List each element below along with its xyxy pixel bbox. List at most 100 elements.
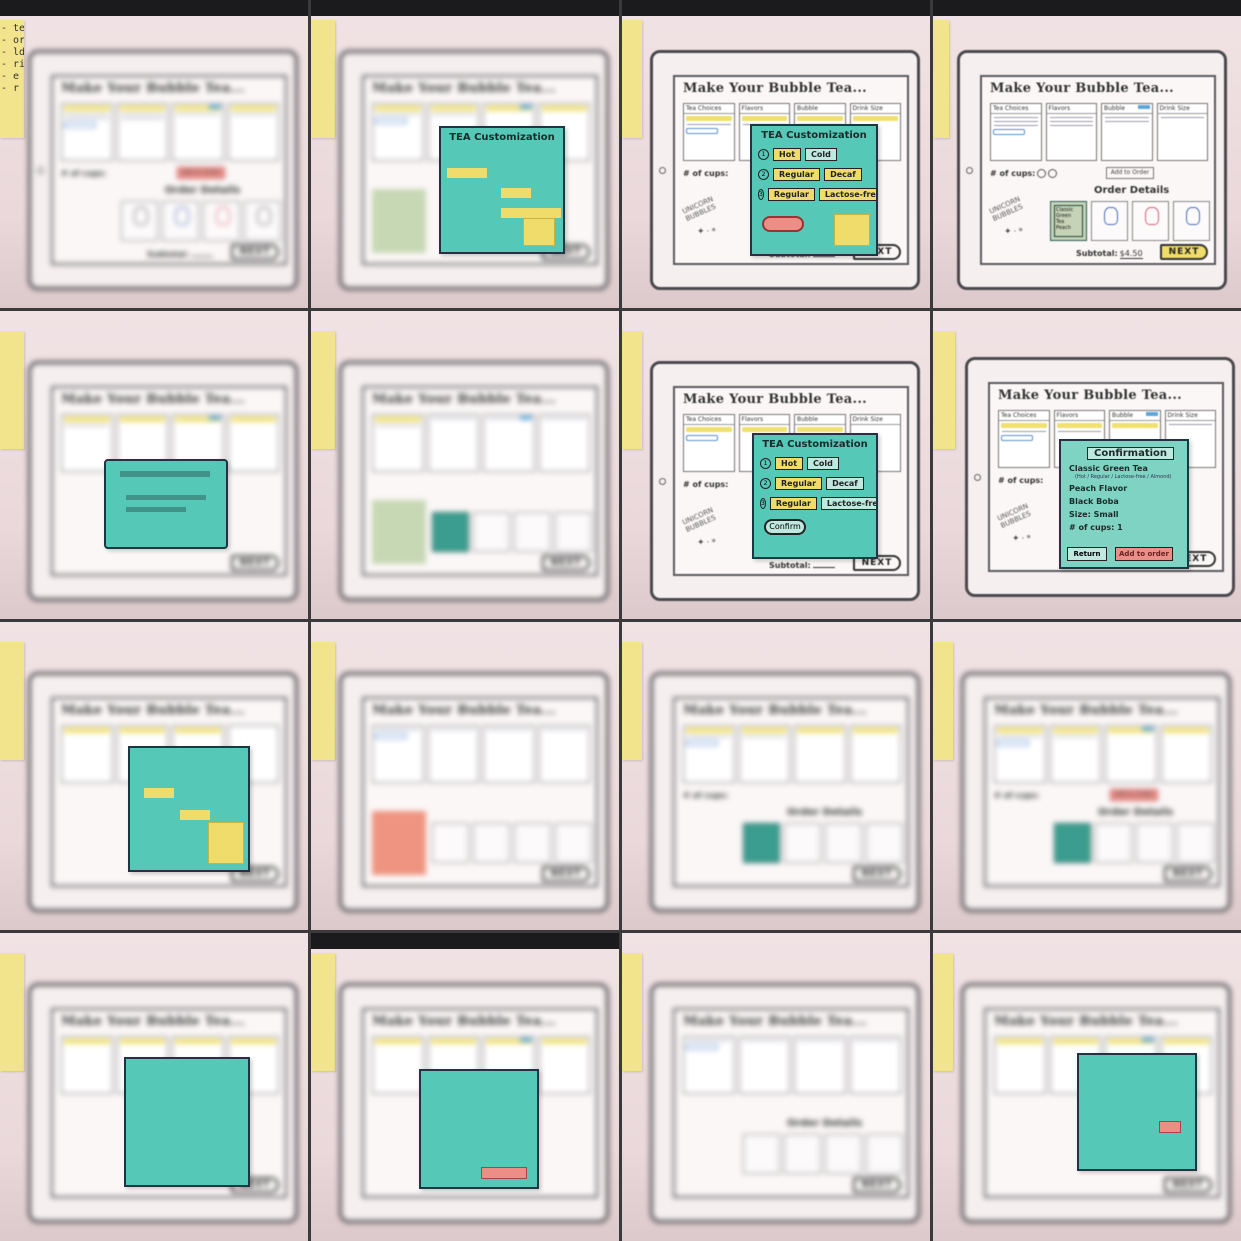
column-tea[interactable] [372,414,424,472]
column-flavors[interactable]: Flavors [1045,103,1097,161]
column-tea[interactable]: Tea Choices [998,410,1050,468]
regular-milk-button[interactable]: Regular [769,497,817,510]
column-bubble[interactable] [794,725,846,783]
column-tea[interactable] [372,103,424,161]
next-button[interactable]: NEXT [231,555,279,571]
confirm-button[interactable] [762,216,804,232]
column-bubble[interactable] [794,1036,846,1094]
order-card[interactable] [784,1134,821,1174]
column-tea[interactable]: Tea Choices [683,103,735,161]
order-card[interactable] [473,512,510,552]
order-card[interactable] [473,823,510,863]
cups-label: # of cups: [998,476,1044,485]
column-size[interactable] [1160,725,1212,783]
column-tea[interactable]: Tea Choices [683,414,735,472]
column-bubble[interactable] [483,414,535,472]
order-card[interactable] [244,201,281,241]
app-title: Make Your Bubble Tea... [61,1014,245,1029]
column-flavors[interactable] [427,725,479,783]
next-button[interactable]: NEXT [853,866,901,882]
order-card[interactable] [121,201,158,241]
order-card[interactable] [555,823,592,863]
regular-button[interactable]: Regular [773,168,821,181]
order-card[interactable] [555,512,592,552]
column-size[interactable] [538,1036,590,1094]
order-card[interactable] [1136,823,1173,863]
column-tea[interactable] [372,725,424,783]
order-card[interactable] [514,823,551,863]
column-bubble[interactable] [1105,725,1157,783]
column-tea[interactable] [61,725,113,783]
ordered-drink-card[interactable] [432,512,469,552]
order-card[interactable] [162,201,199,241]
return-button[interactable]: Return [1067,547,1107,561]
column-size[interactable] [227,103,279,161]
hot-button[interactable]: Hot [775,457,804,470]
add-to-order-button[interactable]: Add to Order [1106,167,1154,179]
column-bubble[interactable] [483,725,535,783]
order-card[interactable] [514,512,551,552]
column-flavors[interactable] [1049,725,1101,783]
add-to-order-button[interactable]: Add to Order [177,167,225,179]
regular-milk-button[interactable]: Regular [767,188,815,201]
order-card[interactable] [1173,201,1210,241]
order-card[interactable] [1177,823,1214,863]
next-button[interactable]: NEXT [231,866,279,882]
order-card[interactable] [866,823,903,863]
decaf-button[interactable]: Decaf [826,477,864,490]
column-size[interactable] [849,1036,901,1094]
confirm-button[interactable]: Confirm [764,519,806,535]
order-card[interactable] [1091,201,1128,241]
next-button[interactable]: NEXT [542,866,590,882]
column-size[interactable] [227,414,279,472]
order-card[interactable] [1132,201,1169,241]
column-flavors[interactable] [116,103,168,161]
column-tea[interactable] [994,725,1046,783]
lactose-free-button[interactable]: Lactose-free [818,188,876,201]
column-flavors[interactable] [427,414,479,472]
column-tea[interactable]: Tea Choices [990,103,1042,161]
column-flavors[interactable] [738,725,790,783]
next-button[interactable]: NEXT [853,1177,901,1193]
next-button[interactable]: NEXT [231,244,279,260]
hot-button[interactable]: Hot [773,148,802,161]
order-card[interactable] [825,1134,862,1174]
column-bubble[interactable]: Bubble [1101,103,1153,161]
column-size[interactable]: Drink Size [1156,103,1208,161]
column-tea[interactable] [61,414,113,472]
unicorn-bubbles-doodle: UNICORN BUBBLES✦·* [988,194,1025,237]
cold-button[interactable]: Cold [805,148,837,161]
column-tea[interactable] [683,725,735,783]
order-card[interactable] [784,823,821,863]
summary-tea-options: (Hot / Regular / Lactose-free / Almond) [1075,474,1172,480]
ordered-drink-card[interactable]: Classic Green Tea Peach [1050,201,1087,241]
column-size[interactable] [849,725,901,783]
regular-button[interactable]: Regular [775,477,823,490]
next-button[interactable]: NEXT [1160,244,1208,260]
lactose-free-button[interactable]: Lactose-free [820,497,876,510]
cold-button[interactable]: Cold [807,457,839,470]
column-flavors[interactable] [738,1036,790,1094]
column-tea[interactable] [683,1036,735,1094]
next-button[interactable]: NEXT [542,555,590,571]
column-tea[interactable] [994,1036,1046,1094]
order-card[interactable] [203,201,240,241]
next-button[interactable]: NEXT [1164,866,1212,882]
column-tea[interactable] [61,103,113,161]
next-button[interactable]: NEXT [1164,1177,1212,1193]
column-bubble[interactable] [172,103,224,161]
ordered-drink-card[interactable] [1054,823,1091,863]
column-tea[interactable] [372,1036,424,1094]
order-card[interactable] [1095,823,1132,863]
order-card[interactable] [825,823,862,863]
decaf-button[interactable]: Decaf [824,168,862,181]
ordered-drink-card[interactable] [743,823,780,863]
order-card[interactable] [432,823,469,863]
add-to-order-button[interactable]: Add to Order [1110,789,1158,801]
order-card[interactable] [866,1134,903,1174]
order-card[interactable] [743,1134,780,1174]
column-size[interactable] [538,725,590,783]
add-to-order-button[interactable]: Add to order [1115,547,1173,561]
column-size[interactable] [538,414,590,472]
column-tea[interactable] [61,1036,113,1094]
